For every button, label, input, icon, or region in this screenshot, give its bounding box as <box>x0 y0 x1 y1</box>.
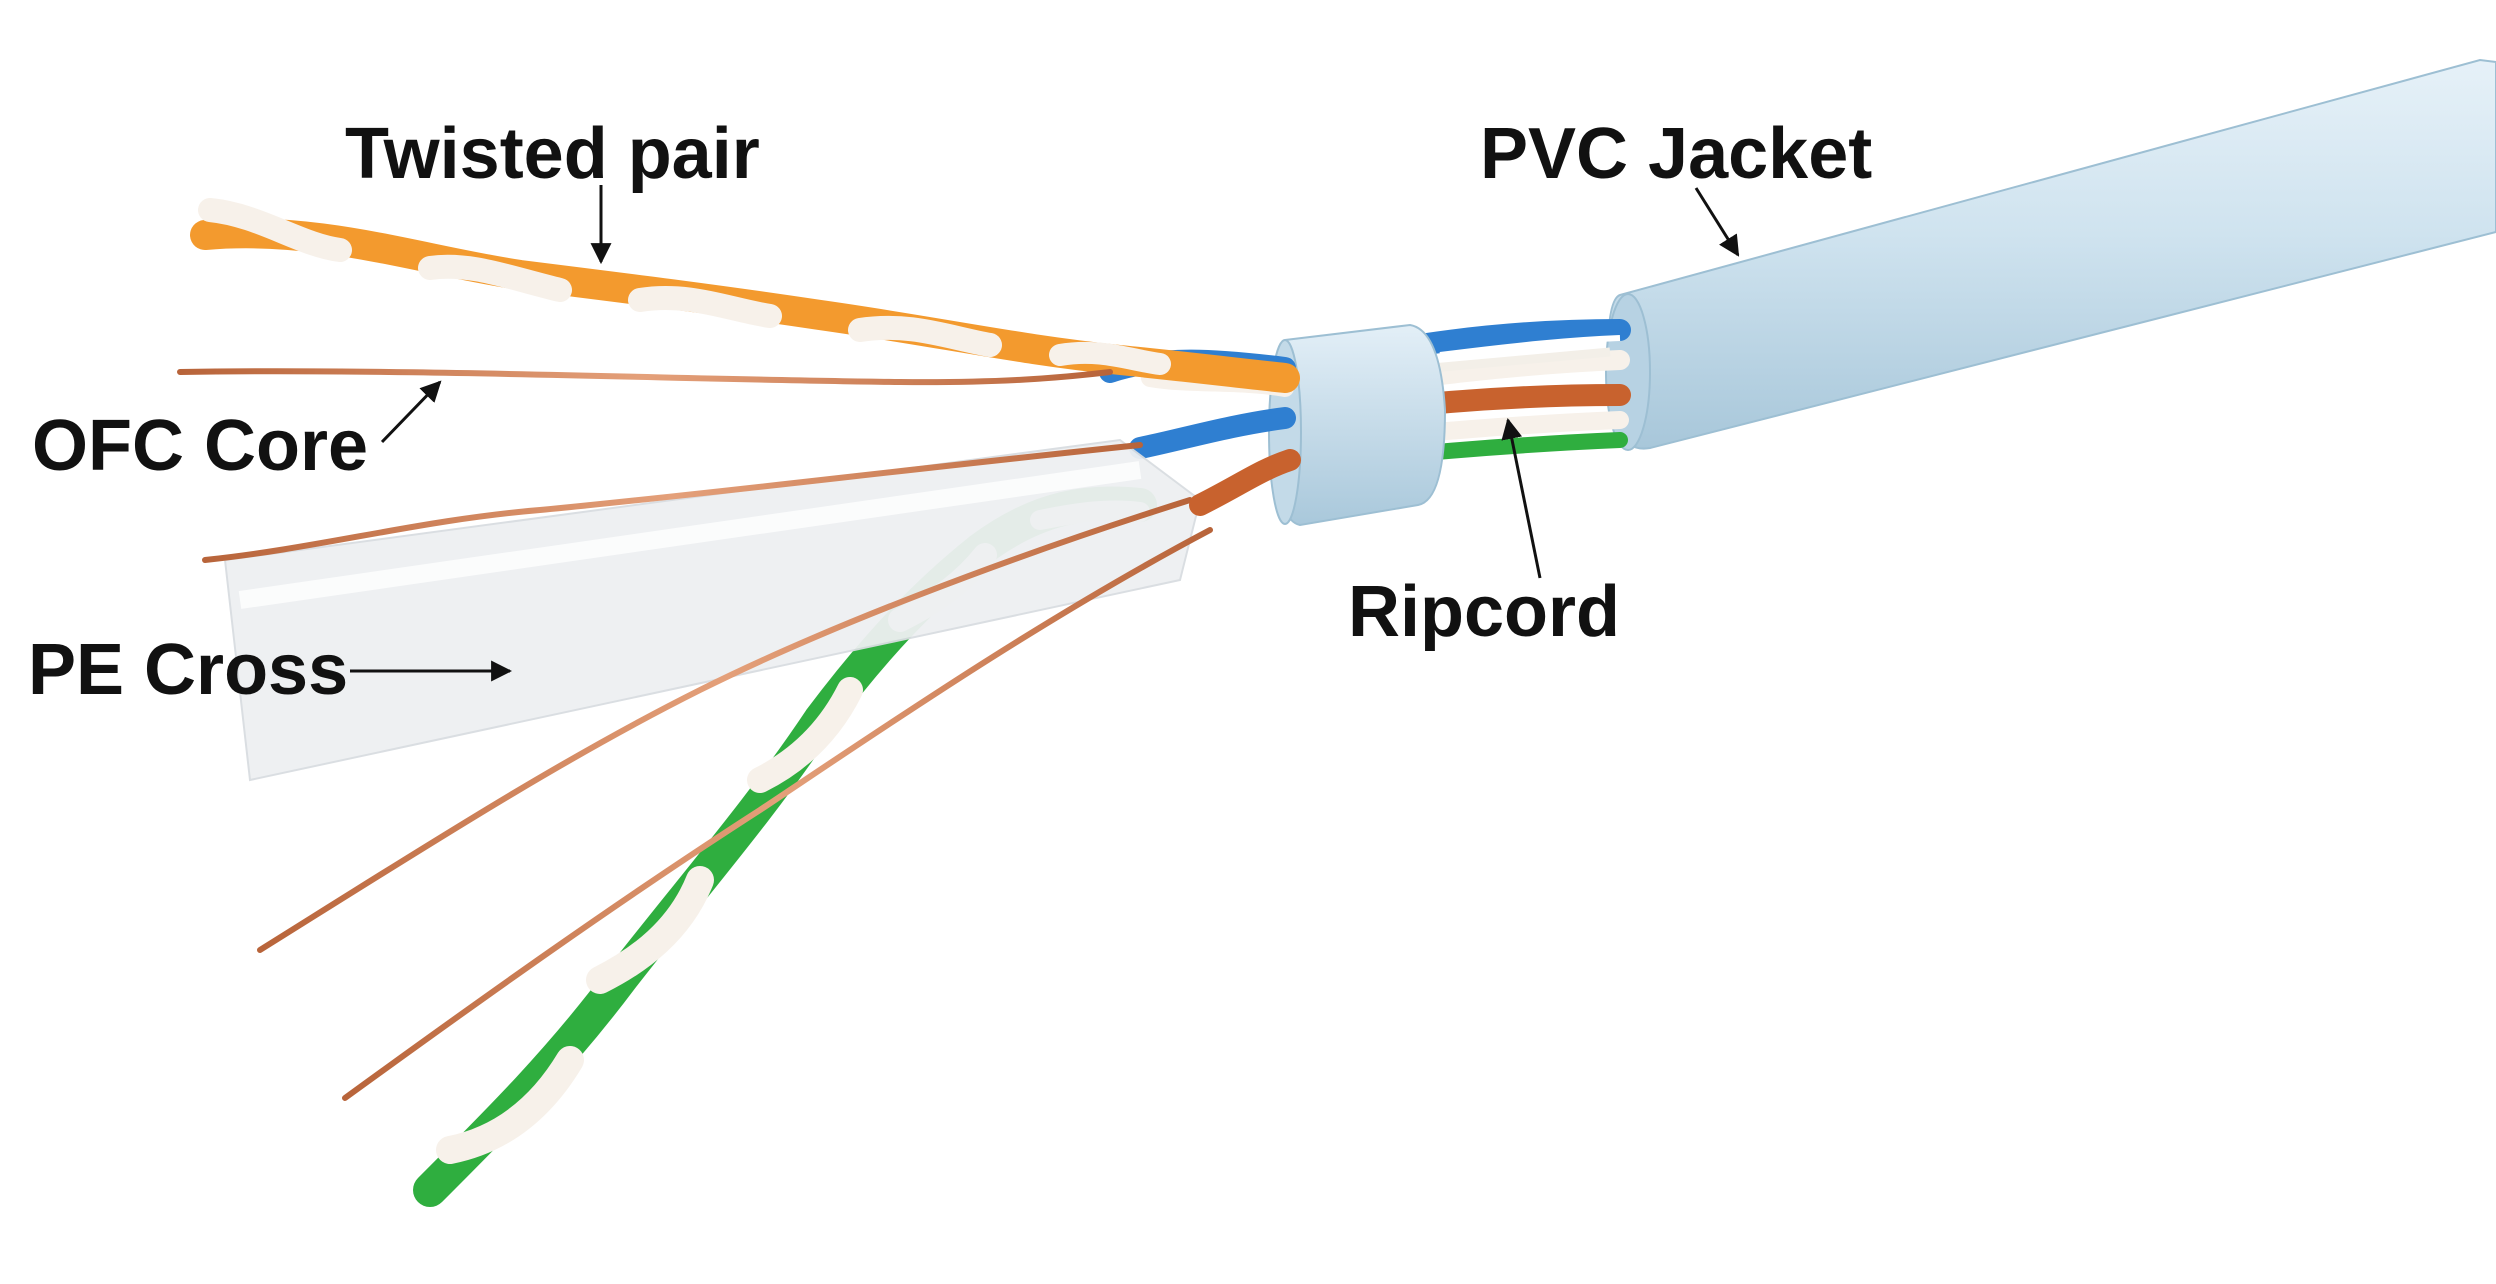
pvc-ring <box>1268 323 1447 527</box>
twisted-pair-label: Twisted pair <box>345 114 760 194</box>
pe-cross-label: PE Cross <box>28 630 348 710</box>
pvc-jacket-label: PVC Jacket <box>1480 114 1872 194</box>
ofc-copper-conductors <box>177 368 1213 1101</box>
ofc-core-label: OFC Core <box>32 406 368 486</box>
ofc-core-leader <box>380 380 442 444</box>
pvc-jacket-leader <box>1694 187 1740 257</box>
orange-twisted-pair <box>190 198 1300 393</box>
ripcord-leader <box>1501 417 1542 579</box>
brown-wire-end <box>1189 449 1301 516</box>
ripcord-label: Ripcord <box>1348 572 1620 652</box>
